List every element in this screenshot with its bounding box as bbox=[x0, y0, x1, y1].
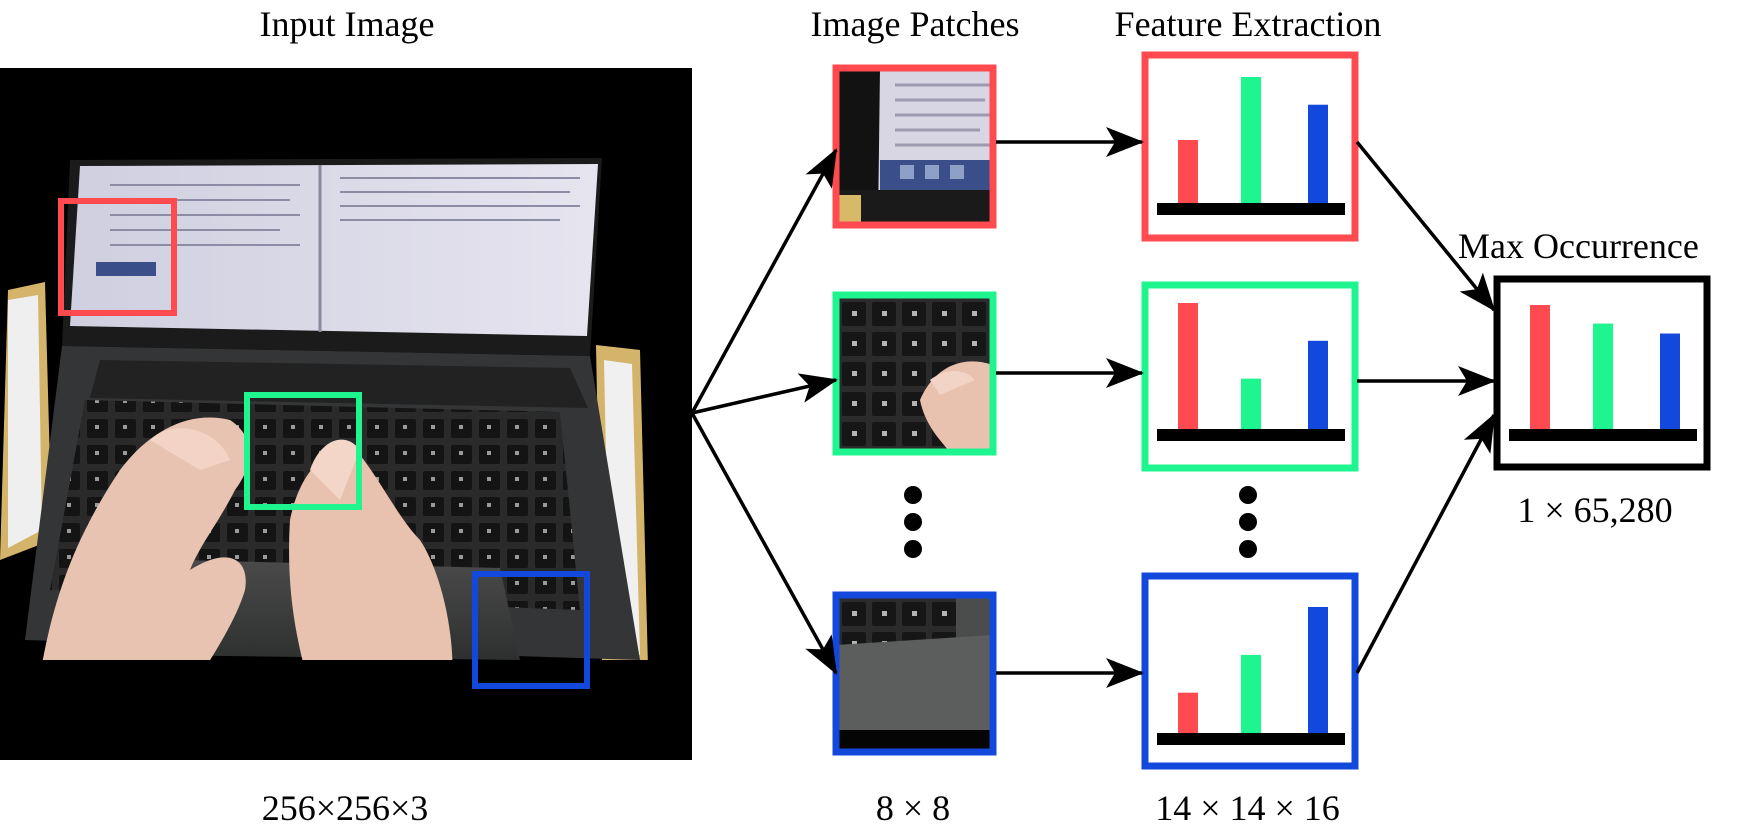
histogram-baseline bbox=[1157, 429, 1345, 441]
feature-histogram-red bbox=[1141, 51, 1359, 242]
red-patch bbox=[832, 64, 997, 229]
blue-bar bbox=[1308, 607, 1328, 733]
histogram-baseline bbox=[1509, 429, 1697, 441]
green-bar bbox=[1593, 323, 1613, 429]
feature-histogram-blue bbox=[1141, 572, 1359, 770]
input-image bbox=[0, 68, 692, 760]
red-bar bbox=[1178, 303, 1198, 429]
blue-bar bbox=[1660, 333, 1680, 429]
red-bar bbox=[1178, 140, 1198, 203]
blue-bar bbox=[1308, 340, 1328, 429]
input-dimension: 256×256×3 bbox=[261, 788, 429, 828]
input-image-title: Input Image bbox=[259, 4, 435, 44]
red-bar bbox=[1530, 305, 1550, 429]
arrows bbox=[690, 127, 1496, 688]
blue-patch bbox=[832, 591, 997, 756]
red-bar bbox=[1178, 692, 1198, 733]
arrow-to-red-patch bbox=[690, 148, 838, 414]
blue-bar bbox=[1308, 104, 1328, 203]
feature-dimension: 14 × 14 × 16 bbox=[1155, 788, 1340, 828]
green-patch bbox=[832, 291, 997, 456]
max-occurrence-title: Max Occurrence bbox=[1458, 226, 1699, 266]
image-patches-title: Image Patches bbox=[810, 4, 1020, 44]
feature-extraction-title: Feature Extraction bbox=[1114, 4, 1382, 44]
blue-patch-marker bbox=[472, 571, 590, 689]
feature-ellipsis bbox=[1239, 486, 1257, 558]
patch-ellipsis bbox=[904, 486, 922, 558]
output-dimension: 1 × 65,280 bbox=[1517, 490, 1673, 530]
feature-histogram-green bbox=[1141, 281, 1359, 472]
arrow-to-green-patch bbox=[691, 373, 838, 415]
histogram-baseline bbox=[1157, 733, 1345, 745]
red-patch-marker bbox=[58, 198, 177, 316]
green-patch-marker bbox=[244, 392, 362, 510]
green-bar bbox=[1241, 77, 1261, 203]
green-bar bbox=[1241, 378, 1261, 429]
green-bar bbox=[1241, 654, 1261, 733]
arrow-red-feature-to-max bbox=[1355, 140, 1496, 312]
arrow-to-blue-patch bbox=[690, 412, 838, 675]
histogram-baseline bbox=[1157, 203, 1345, 215]
arrow-blue-feature-to-max bbox=[1355, 413, 1496, 674]
patch-dimension: 8 × 8 bbox=[875, 788, 951, 828]
max-occurrence-histogram bbox=[1493, 275, 1711, 471]
